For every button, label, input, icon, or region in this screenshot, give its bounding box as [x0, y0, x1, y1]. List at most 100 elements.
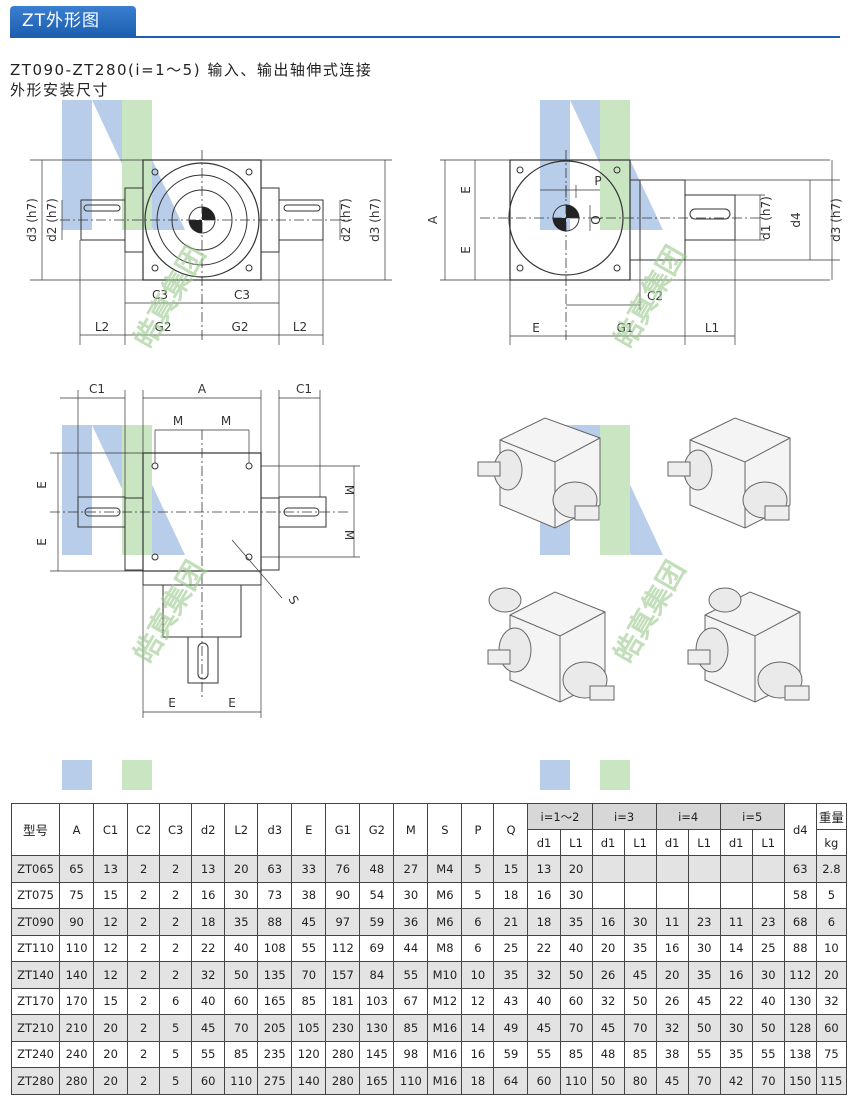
col-header-model: 型号: [10, 803, 61, 856]
side-label-e-top: E: [459, 186, 473, 194]
sub-header-l1: L1: [623, 829, 657, 856]
table-cell: 70: [687, 1067, 721, 1095]
table-cell: 11: [719, 908, 753, 936]
top-label-e-bottom-right: E: [228, 696, 236, 710]
table-cell: M6: [427, 881, 463, 909]
table-cell: 90: [59, 908, 95, 936]
front-label-d3-left: d3 (h7): [25, 198, 39, 242]
dimension-table: 型号 A C1 C2 C3 d2 L2 d3 E G1 G2 M S P Q i…: [10, 803, 848, 1095]
side-label-q: Q: [589, 215, 603, 224]
table-cell: 40: [224, 934, 259, 962]
table-cell: 15: [93, 987, 129, 1015]
top-label-m-upper: M: [342, 485, 356, 495]
col-header-s: S: [427, 803, 463, 856]
top-label-e-upper: E: [35, 481, 49, 489]
table-cell: 69: [359, 934, 395, 962]
side-label-l1: L1: [705, 321, 719, 335]
table-cell: 12: [93, 934, 129, 962]
table-cell: [591, 881, 625, 909]
section-title-tab: ZT外形图: [10, 6, 136, 36]
table-cell-model: ZT140: [10, 961, 61, 989]
table-cell: 275: [257, 1067, 293, 1095]
col-header-d4: d4: [783, 803, 817, 856]
table-cell: M16: [427, 1067, 463, 1095]
table-cell: [623, 881, 657, 909]
table-cell: 2: [159, 881, 193, 909]
table-cell: 70: [623, 1014, 657, 1042]
table-cell: 16: [527, 881, 561, 909]
top-label-m-lower: M: [342, 530, 356, 540]
table-cell: 50: [559, 961, 593, 989]
table-cell: 60: [559, 987, 593, 1015]
table-cell: 20: [559, 855, 593, 883]
table-cell: M10: [427, 961, 463, 989]
table-cell: 88: [257, 908, 293, 936]
col-header-c3: C3: [159, 803, 193, 856]
table-cell-model: ZT110: [10, 934, 61, 962]
table-cell: 73: [257, 881, 293, 909]
table-cell-model: ZT210: [10, 1014, 61, 1042]
table-cell: 2: [159, 961, 193, 989]
table-cell: 112: [325, 934, 361, 962]
table-cell: 68: [783, 908, 817, 936]
table-cell: 235: [257, 1040, 293, 1068]
table-cell: 50: [751, 1014, 785, 1042]
sub-header-d1: d1: [527, 829, 561, 856]
table-cell: M16: [427, 1040, 463, 1068]
table-cell: 2: [127, 855, 161, 883]
table-cell: M8: [427, 934, 463, 962]
front-label-c3-left: C3: [152, 288, 168, 302]
side-label-c2: C2: [647, 289, 663, 303]
table-cell: 2: [127, 934, 161, 962]
table-cell: [591, 855, 625, 883]
table-cell: 2: [159, 855, 193, 883]
table-cell: 128: [783, 1014, 817, 1042]
table-cell-model: ZT075: [10, 881, 61, 909]
col-header-m: M: [393, 803, 429, 856]
front-label-d2-left: d2 (h7): [45, 198, 59, 242]
top-label-s: S: [285, 593, 301, 607]
table-cell: M4: [427, 855, 463, 883]
table-cell: 70: [224, 1014, 259, 1042]
table-cell: 170: [59, 987, 95, 1015]
table-cell: 55: [751, 1040, 785, 1068]
front-view-drawing: d3 (h7) d2 (h7) d2 (h7) d3 (h7) C3 C3 L2…: [25, 150, 392, 345]
table-cell: 18: [493, 881, 529, 909]
table-cell: 23: [687, 908, 721, 936]
table-cell: 5: [815, 881, 848, 909]
table-cell: 280: [59, 1067, 95, 1095]
table-cell: 45: [591, 1014, 625, 1042]
table-cell: 84: [359, 961, 395, 989]
table-cell: 88: [783, 934, 817, 962]
table-cell: 5: [159, 1014, 193, 1042]
table-cell: 45: [655, 1067, 689, 1095]
table-cell: 105: [291, 1014, 327, 1042]
table-cell: 5: [159, 1040, 193, 1068]
watermark-text-1: 皓真集团: [127, 240, 212, 354]
front-label-l2-right: L2: [293, 320, 307, 334]
table-cell: 55: [393, 961, 429, 989]
sub-header-weight-unit: kg: [815, 829, 848, 856]
table-cell: 210: [59, 1014, 95, 1042]
table-cell: 10: [815, 934, 848, 962]
table-cell: 16: [719, 961, 753, 989]
top-label-a: A: [198, 382, 207, 396]
table-cell: 6: [461, 908, 495, 936]
table-cell: 55: [687, 1040, 721, 1068]
table-cell: 26: [591, 961, 625, 989]
table-cell: 67: [393, 987, 429, 1015]
table-cell: M16: [427, 1014, 463, 1042]
table-cell: 36: [393, 908, 429, 936]
col-header-p: P: [461, 803, 495, 856]
table-cell: 40: [751, 987, 785, 1015]
table-cell: 16: [591, 908, 625, 936]
table-cell: 20: [815, 961, 848, 989]
table-cell: 70: [559, 1014, 593, 1042]
table-cell: 30: [224, 881, 259, 909]
table-cell: 75: [59, 881, 95, 909]
table-cell: 85: [291, 987, 327, 1015]
sub-header-d1: d1: [591, 829, 625, 856]
